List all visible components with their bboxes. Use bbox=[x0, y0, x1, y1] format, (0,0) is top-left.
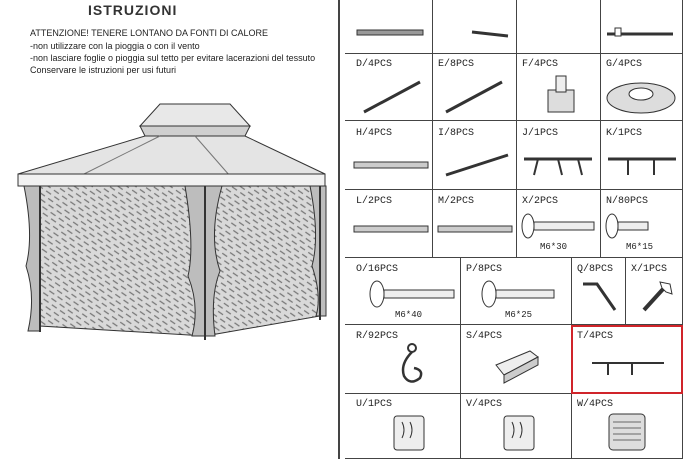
part-p-label: P/8PCS bbox=[466, 264, 503, 275]
bracket-bar-icon bbox=[607, 27, 673, 37]
part-h-label: H/4PCS bbox=[356, 128, 393, 139]
part-x2-label: X/2PCS bbox=[522, 196, 559, 207]
rod-icon bbox=[356, 29, 424, 36]
warning-rain-line: -non utilizzare con la pioggia o con il … bbox=[30, 41, 200, 51]
part-i-label: I/8PCS bbox=[438, 128, 475, 139]
grid-line bbox=[460, 257, 461, 324]
netting-w-icon bbox=[608, 413, 646, 451]
part-q-label: Q/8PCS bbox=[577, 264, 614, 275]
warning-leaves-line: -non lasciare foglie o pioggia sul tetto… bbox=[30, 53, 316, 63]
pole-d-icon bbox=[363, 80, 421, 114]
connector-j-icon bbox=[524, 157, 592, 176]
grid-line bbox=[682, 0, 683, 459]
grid-line bbox=[345, 257, 682, 258]
wrench-icon bbox=[642, 281, 673, 312]
base-plate-icon bbox=[547, 75, 575, 113]
fabric-u-icon bbox=[393, 415, 425, 451]
page-divider bbox=[338, 0, 340, 459]
rod-i-icon bbox=[445, 153, 509, 177]
part-w-label: W/4PCS bbox=[577, 399, 614, 410]
part-s-label: S/4PCS bbox=[466, 331, 503, 342]
fabric-v-icon bbox=[503, 415, 535, 451]
bolt-o-icon bbox=[369, 280, 455, 308]
beam-h-icon bbox=[353, 161, 429, 169]
bolt-n-size: M6*15 bbox=[626, 242, 654, 252]
gazebo-illustration bbox=[17, 103, 327, 340]
grid-line bbox=[345, 120, 682, 121]
bolt-x-size: M6*30 bbox=[540, 242, 568, 252]
part-n-label: N/80PCS bbox=[606, 196, 649, 207]
allen-key-icon bbox=[583, 282, 617, 311]
bolt-p-icon bbox=[481, 280, 555, 308]
highlight-box bbox=[571, 325, 683, 394]
part-t-label: T/4PCS bbox=[577, 331, 614, 342]
grid-line bbox=[345, 189, 682, 190]
part-o-label: O/16PCS bbox=[356, 264, 399, 275]
bolt-p-size: M6*25 bbox=[505, 310, 533, 320]
part-g-label: G/4PCS bbox=[606, 59, 643, 70]
warning-line: ATTENZIONE! TENERE LONTANO DA FONTI DI C… bbox=[30, 28, 269, 38]
hook-icon bbox=[401, 343, 423, 383]
part-l-label: L/2PCS bbox=[356, 196, 393, 207]
instructions-title: ISTRUZIONI bbox=[88, 2, 178, 18]
connector-t-icon bbox=[592, 362, 664, 375]
grid-line bbox=[345, 324, 682, 325]
bracket-s-icon bbox=[495, 350, 539, 384]
bolt-x-icon bbox=[521, 213, 595, 239]
grid-line bbox=[432, 0, 433, 257]
keep-instructions-line: Conservare le istruzioni per usi futuri bbox=[30, 65, 177, 75]
bar-icon bbox=[471, 30, 509, 38]
part-m-label: M/2PCS bbox=[438, 196, 475, 207]
part-k-label: K/1PCS bbox=[606, 128, 643, 139]
foot-disk-icon bbox=[606, 82, 676, 114]
part-r-label: R/92PCS bbox=[356, 331, 399, 342]
part-j-label: J/1PCS bbox=[522, 128, 559, 139]
beam-l-icon bbox=[353, 225, 429, 233]
part-v-label: V/4PCS bbox=[466, 399, 503, 410]
bolt-n-icon bbox=[605, 213, 649, 239]
part-u-label: U/1PCS bbox=[356, 399, 393, 410]
part-d-label: D/4PCS bbox=[356, 59, 393, 70]
grid-line bbox=[516, 0, 517, 257]
grid-line bbox=[345, 53, 682, 54]
grid-line bbox=[571, 257, 572, 324]
grid-line bbox=[460, 324, 461, 459]
part-e-label: E/8PCS bbox=[438, 59, 475, 70]
grid-line bbox=[600, 0, 601, 257]
grid-line bbox=[345, 393, 682, 394]
part-f-label: F/4PCS bbox=[522, 59, 559, 70]
instructions-panel: ISTRUZIONI ATTENZIONE! TENERE LONTANO DA… bbox=[0, 0, 335, 459]
grid-line bbox=[625, 257, 626, 324]
bolt-o-size: M6*40 bbox=[395, 310, 423, 320]
connector-k-icon bbox=[608, 157, 676, 175]
beam-m-icon bbox=[437, 225, 513, 233]
part-x1-label: X/1PCS bbox=[631, 264, 668, 275]
pole-e-icon bbox=[445, 80, 503, 114]
